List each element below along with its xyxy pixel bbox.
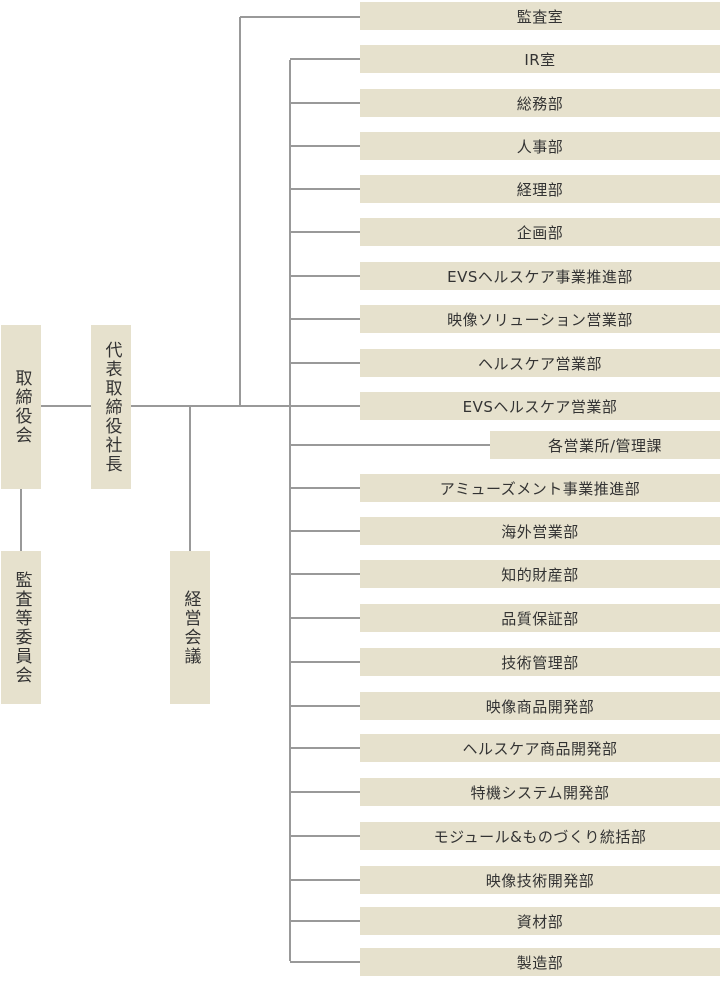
department-box: 知的財産部: [360, 560, 720, 588]
president-label: 代表取締役社長: [101, 340, 122, 474]
department-label: アミューズメント事業推進部: [439, 479, 641, 498]
department-box: 企画部: [360, 218, 720, 246]
management-meeting-label: 経営会議: [180, 589, 201, 666]
department-label: IR室: [524, 50, 556, 69]
department-label: 海外営業部: [501, 522, 579, 541]
department-label: モジュール&ものづくり統括部: [433, 827, 647, 846]
department-box: 人事部: [360, 132, 720, 160]
department-box: 監査室: [360, 2, 720, 30]
department-label: 映像技術開発部: [485, 871, 595, 890]
department-label: 技術管理部: [501, 653, 579, 672]
department-box: 特機システム開発部: [360, 778, 720, 806]
department-label: 製造部: [516, 953, 564, 972]
department-label: 映像ソリューション営業部: [447, 310, 633, 329]
audit-committee-box: 監査等委員会: [1, 551, 41, 704]
department-box: 資材部: [360, 907, 720, 935]
department-label: 知的財産部: [501, 565, 579, 584]
audit-committee-label: 監査等委員会: [11, 570, 32, 685]
department-box: IR室: [360, 45, 720, 73]
department-box: 製造部: [360, 948, 720, 976]
department-label: 映像商品開発部: [485, 697, 595, 716]
department-box: 技術管理部: [360, 648, 720, 676]
department-label: 監査室: [516, 7, 564, 26]
department-label: 人事部: [516, 137, 564, 156]
president-box: 代表取締役社長: [91, 325, 131, 489]
department-label: 経理部: [516, 180, 564, 199]
department-box: EVSヘルスケア営業部: [360, 392, 720, 420]
department-label: 総務部: [516, 94, 564, 113]
department-box: 各営業所/管理課: [490, 431, 720, 459]
department-box: 海外営業部: [360, 517, 720, 545]
department-label: 品質保証部: [501, 609, 579, 628]
department-box: 映像商品開発部: [360, 692, 720, 720]
board-of-directors-label: 取締役会: [11, 369, 32, 445]
department-box: アミューズメント事業推進部: [360, 474, 720, 502]
department-box: 映像技術開発部: [360, 866, 720, 894]
department-label: ヘルスケア商品開発部: [462, 739, 618, 758]
department-box: ヘルスケア商品開発部: [360, 734, 720, 762]
department-box: 品質保証部: [360, 604, 720, 632]
board-of-directors-box: 取締役会: [1, 325, 41, 489]
department-box: モジュール&ものづくり統括部: [360, 822, 720, 850]
department-box: 経理部: [360, 175, 720, 203]
management-meeting-box: 経営会議: [170, 551, 210, 704]
department-label: ヘルスケア営業部: [477, 354, 602, 373]
department-box: EVSヘルスケア事業推進部: [360, 262, 720, 290]
department-box: 映像ソリューション営業部: [360, 305, 720, 333]
department-label: EVSヘルスケア営業部: [462, 397, 618, 416]
department-box: 総務部: [360, 89, 720, 117]
department-label: 特機システム開発部: [470, 783, 610, 802]
department-label: 企画部: [516, 223, 564, 242]
department-label: EVSヘルスケア事業推進部: [447, 267, 633, 286]
department-box: ヘルスケア営業部: [360, 349, 720, 377]
department-label: 各営業所/管理課: [547, 436, 663, 455]
department-label: 資材部: [516, 912, 564, 931]
